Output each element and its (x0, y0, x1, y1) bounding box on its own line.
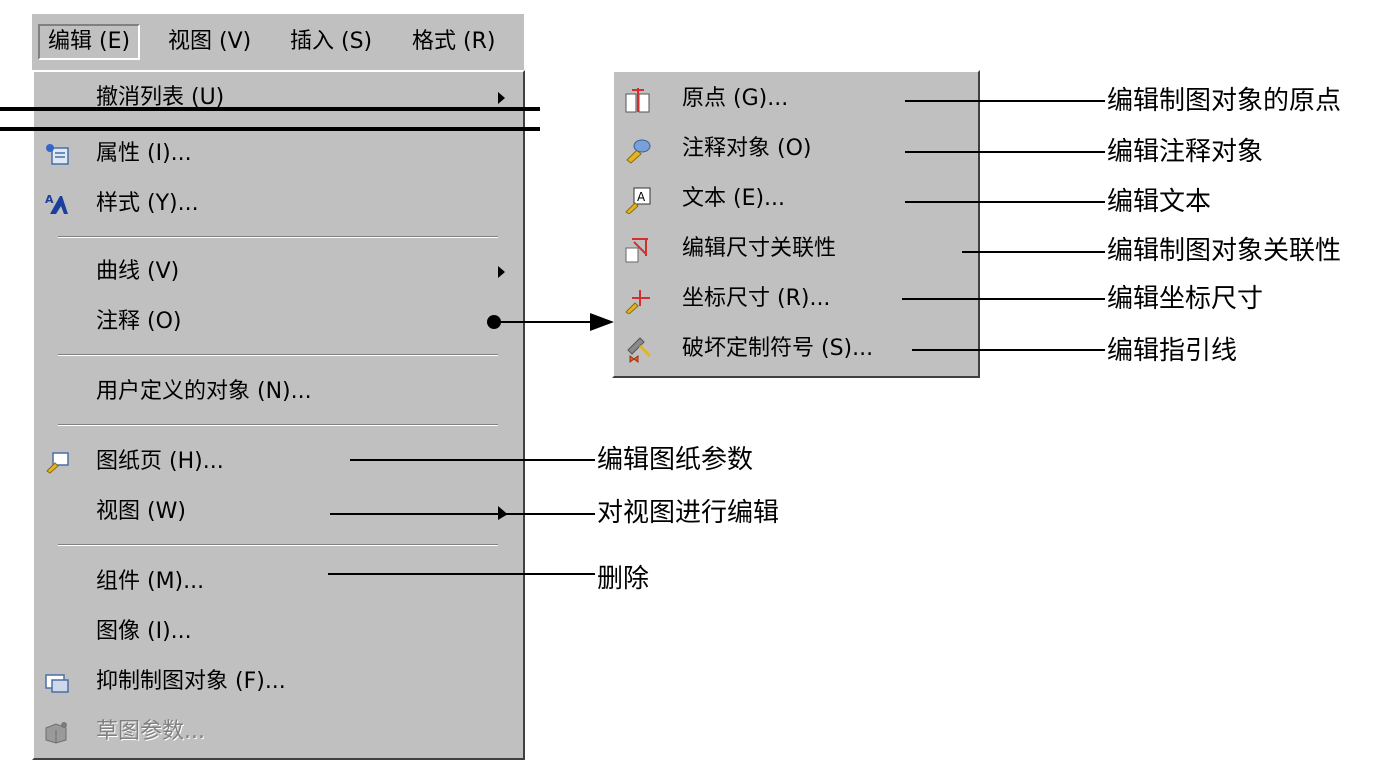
menu-item-label: 图纸页 (H)... (96, 449, 224, 474)
menu-item-curve[interactable]: 曲线 (V) (34, 250, 523, 294)
menu-separator (58, 424, 498, 426)
menu-item-label: 抑制制图对象 (F)... (96, 669, 286, 694)
menu-item-label: 图像 (I)... (96, 619, 192, 644)
ordinate-dimension-icon (625, 290, 650, 314)
menu-item-sketch-parameters: 草图参数... (34, 710, 523, 754)
submenu-item-annotation-object[interactable]: 注释对象 (O) (614, 124, 978, 174)
submenu-arrow-icon (498, 92, 505, 104)
svg-text:A: A (637, 190, 646, 204)
leader-line (962, 251, 1105, 253)
annotation-leader: 编辑指引线 (1107, 336, 1238, 366)
leader-line (328, 573, 595, 575)
leader-line (905, 151, 1105, 153)
submenu-item-edit-dimension-association[interactable]: 编辑尺寸关联性 (614, 224, 978, 274)
leader-line (902, 298, 1105, 300)
leader-line (912, 349, 1105, 351)
leader-arrow-icon (498, 508, 508, 520)
annotation-ordinate: 编辑坐标尺寸 (1107, 284, 1264, 314)
submenu-item-label: 注释对象 (O) (682, 136, 812, 161)
edit-dropdown-menu: 撤消列表 (U) 属性 (I)... A 样式 (Y)... 曲线 (V) 注释… (32, 70, 525, 760)
suppress-icon (45, 674, 69, 693)
leader-line (905, 201, 1105, 203)
annotation-component: 删除 (597, 564, 650, 594)
menu-item-properties[interactable]: 属性 (I)... (34, 132, 523, 176)
menu-item-label: 注释 (O) (96, 309, 182, 334)
menu-item-label: 撤消列表 (U) (96, 85, 225, 110)
menu-item-undo-list[interactable]: 撤消列表 (U) (34, 76, 523, 120)
overlay-line-top (0, 107, 540, 111)
menu-insert[interactable]: 插入 (S) (290, 29, 373, 54)
menu-bar: 编辑 (E) 视图 (V) 插入 (S) 格式 (R) (32, 14, 524, 70)
sketch-params-icon (45, 722, 67, 744)
leader-line (905, 100, 1105, 102)
menu-item-label: 草图参数... (96, 719, 205, 744)
menu-separator (58, 544, 498, 546)
callout-arrowhead (590, 313, 614, 331)
menu-item-suppress-drafting-object[interactable]: 抑制制图对象 (F)... (34, 660, 523, 704)
submenu-item-origin[interactable]: 原点 (G)... (614, 74, 978, 124)
annotation-view: 对视图进行编辑 (597, 498, 780, 528)
submenu-arrow-icon (498, 266, 505, 278)
submenu-item-label: 坐标尺寸 (R)... (682, 286, 831, 311)
menu-item-drawing-sheet[interactable]: 图纸页 (H)... (34, 440, 523, 484)
annotation-sheet: 编辑图纸参数 (597, 445, 754, 475)
submenu-item-break-custom-symbol[interactable]: 破坏定制符号 (S)... (614, 324, 978, 374)
menu-view[interactable]: 视图 (V) (168, 29, 252, 54)
menu-item-label: 用户定义的对象 (N)... (96, 379, 312, 404)
dimension-association-icon (625, 238, 648, 263)
submenu-item-ordinate-dimension[interactable]: 坐标尺寸 (R)... (614, 274, 978, 324)
submenu-item-label: 破坏定制符号 (S)... (682, 336, 874, 361)
leader-line (330, 513, 595, 515)
submenu-item-label: 编辑尺寸关联性 (682, 236, 837, 261)
leader-line (350, 459, 595, 461)
annotation-annotation-object: 编辑注释对象 (1107, 137, 1264, 167)
sheet-icon (46, 452, 69, 474)
menu-separator (58, 236, 498, 238)
annotation-text: 编辑文本 (1107, 187, 1212, 217)
submenu-item-label: 文本 (E)... (682, 186, 786, 211)
annotation-origin: 编辑制图对象的原点 (1107, 86, 1342, 116)
annotation-object-icon (626, 139, 651, 164)
overlay-line-bottom (0, 127, 540, 131)
menu-item-label: 视图 (W) (96, 499, 186, 524)
origin-icon (625, 88, 650, 113)
menu-item-component[interactable]: 组件 (M)... (34, 560, 523, 604)
style-icon: A (45, 193, 68, 214)
svg-text:A: A (45, 193, 54, 206)
menu-format[interactable]: 格式 (R) (412, 29, 496, 54)
menu-item-style[interactable]: A 样式 (Y)... (34, 182, 523, 226)
menu-item-image[interactable]: 图像 (I)... (34, 610, 523, 654)
annotation-submenu: 原点 (G)... 注释对象 (O) A 文本 (E)... 编辑尺寸关联性 (612, 70, 980, 378)
submenu-item-label: 原点 (G)... (682, 86, 789, 111)
menu-item-label: 组件 (M)... (96, 569, 205, 594)
break-symbol-icon (627, 337, 652, 363)
menu-item-view[interactable]: 视图 (W) (34, 490, 523, 534)
menu-item-label: 曲线 (V) (96, 259, 180, 284)
text-icon: A (625, 187, 651, 214)
menu-item-user-defined-object[interactable]: 用户定义的对象 (N)... (34, 370, 523, 414)
menu-item-label: 样式 (Y)... (96, 191, 199, 216)
menu-separator (58, 354, 498, 356)
menu-item-annotation[interactable]: 注释 (O) (34, 300, 523, 344)
annotation-association: 编辑制图对象关联性 (1107, 236, 1342, 266)
properties-icon (46, 144, 69, 165)
callout-arrow-shaft (494, 321, 594, 323)
menu-edit[interactable]: 编辑 (E) (38, 24, 141, 60)
submenu-item-text[interactable]: A 文本 (E)... (614, 174, 978, 224)
menu-item-label: 属性 (I)... (96, 141, 192, 166)
